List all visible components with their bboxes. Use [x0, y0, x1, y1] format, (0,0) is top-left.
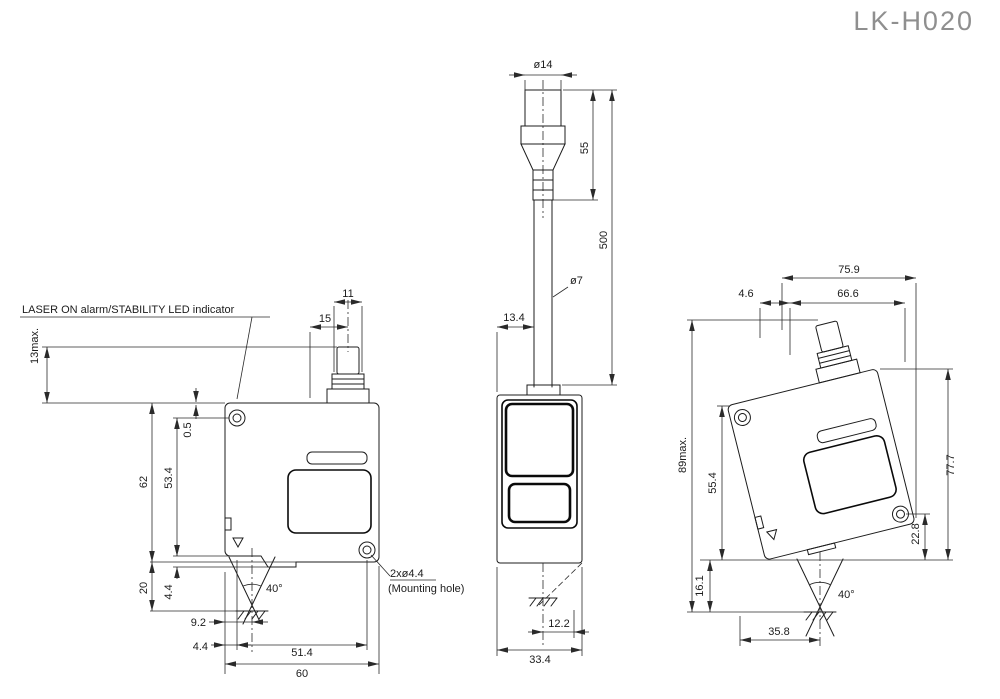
tilted-dim-35-8: 35.8: [768, 626, 789, 638]
side-dim-55: 55: [579, 142, 591, 154]
front-dim-11: 11: [342, 288, 353, 300]
tilted-dim-angle: 40°: [838, 589, 855, 601]
front-side-notch: [224, 517, 232, 531]
front-cable-mount: [326, 346, 370, 404]
tilted-dim-55-4: 55.4: [707, 472, 719, 493]
front-mounting-label-line2: (Mounting hole): [388, 583, 464, 595]
tilted-dim-66-6: 66.6: [837, 288, 858, 300]
front-mounting-hole-bottom: [358, 541, 376, 559]
tilted-dim-75-9: 75.9: [838, 264, 859, 276]
tilted-dim-16-1: 16.1: [694, 575, 706, 596]
front-dim-4-4-bottom: 4.4: [193, 641, 208, 653]
tilted-view: 75.9 4.6 66.6 89max. 55.4 16.1 77.7 22.8…: [677, 264, 957, 648]
front-led-slot: [306, 451, 368, 465]
tilted-dim-4-6: 4.6: [738, 288, 753, 300]
front-mounting-label-line1: 2xø4.4: [390, 568, 424, 580]
front-led-label: LASER ON alarm/STABILITY LED indicator: [22, 304, 235, 316]
side-cable: [533, 199, 553, 388]
side-dimension-lines: [496, 72, 617, 656]
front-view: LASER ON alarm/STABILITY LED indicator 1…: [20, 288, 464, 680]
side-dim-12-2: 12.2: [548, 618, 569, 630]
side-dim-dia14: ø14: [534, 59, 553, 71]
front-dim-60: 60: [296, 668, 308, 680]
front-dim-51-4: 51.4: [291, 647, 312, 659]
side-dim-13-4: 13.4: [503, 312, 524, 324]
side-dim-33-4: 33.4: [529, 654, 550, 666]
front-laser-beams: [228, 548, 276, 652]
front-lens-window: [287, 469, 372, 534]
tilted-body: [727, 320, 915, 560]
side-body: [496, 384, 583, 564]
front-body-outline: [224, 402, 380, 568]
front-dim-0-5: 0.5: [182, 422, 194, 437]
side-dim-dia7: ø7: [570, 275, 583, 287]
front-target-surface: [235, 610, 269, 620]
tilted-target-surface: [803, 611, 837, 621]
front-dim-20: 20: [138, 582, 150, 594]
front-dim-angle: 40°: [266, 583, 283, 595]
tilted-dimension-lines: [687, 275, 953, 646]
front-dim-4-4-left: 4.4: [163, 584, 175, 599]
front-dim-9-2: 9.2: [191, 617, 206, 629]
front-dim-62: 62: [138, 476, 150, 488]
front-mounting-hole-top: [228, 409, 246, 427]
front-dim-15: 15: [319, 313, 331, 325]
side-beam-and-target: [528, 562, 583, 648]
front-dimension-lines: [20, 299, 436, 674]
side-connector: [520, 80, 566, 218]
side-view: ø14 55 500 ø7 13.4 12.2 33.4: [496, 59, 617, 666]
side-dim-500: 500: [598, 231, 610, 249]
tilted-dim-89max: 89max.: [677, 437, 689, 473]
tilted-dim-77-7: 77.7: [945, 454, 957, 475]
front-dim-53-4: 53.4: [163, 467, 175, 488]
front-datum-triangle: [232, 537, 244, 549]
drawing-title: LK-H020: [853, 6, 974, 36]
front-dim-13max: 13max.: [29, 328, 41, 364]
tilted-dim-22-8: 22.8: [910, 523, 922, 544]
tilted-laser-beams: [796, 552, 844, 648]
